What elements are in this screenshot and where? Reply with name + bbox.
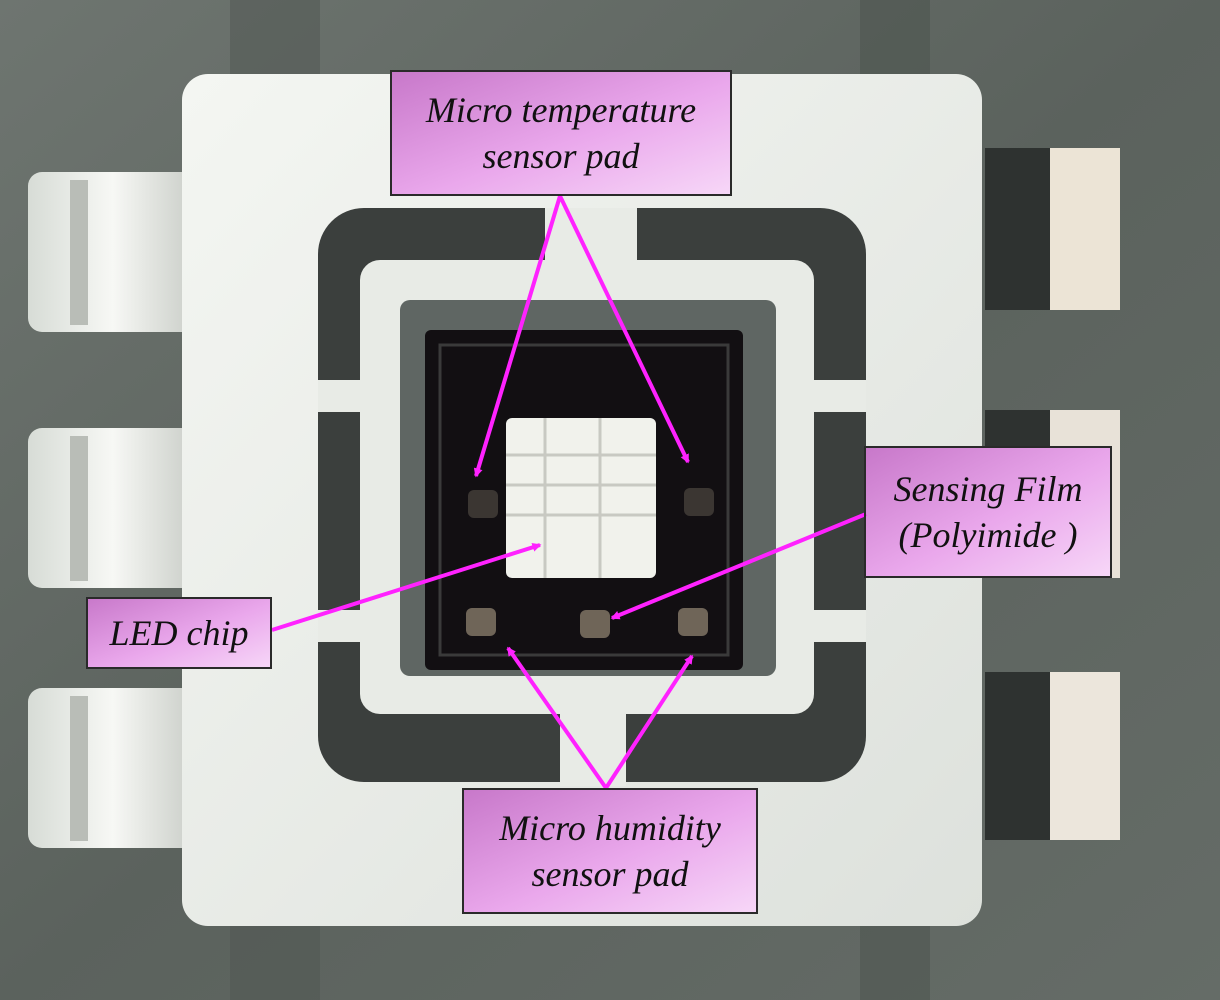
humidity-sensor-callout: Micro humidity sensor pad <box>462 788 758 914</box>
temperature-sensor-label-line2: sensor pad <box>482 136 640 176</box>
sensing-film-label-line1: Sensing Film <box>893 469 1083 509</box>
temperature-sensor-callout: Micro temperature sensor pad <box>390 70 732 196</box>
sensor-pads <box>466 488 714 638</box>
humidity-sensor-label-line2: sensor pad <box>531 854 689 894</box>
led-chip-graphic <box>506 418 656 578</box>
led-chip-callout: LED chip <box>86 597 272 669</box>
annotation-arrows <box>271 195 867 790</box>
arrow-hum-right <box>604 654 694 790</box>
temperature-sensor-label-line1: Micro temperature <box>425 90 697 130</box>
arrow-hum-left <box>506 646 608 790</box>
sensing-film-label-line2: (Polyimide ) <box>898 515 1078 555</box>
led-chip-label: LED chip <box>109 613 249 653</box>
arrow-film <box>610 512 867 620</box>
arrow-temp-right <box>558 195 690 464</box>
arrow-temp-left <box>473 195 562 478</box>
sensing-film-callout: Sensing Film (Polyimide ) <box>864 446 1112 578</box>
humidity-sensor-label-line1: Micro humidity <box>499 808 721 848</box>
left-pins <box>28 172 198 848</box>
arrow-led <box>271 542 542 632</box>
